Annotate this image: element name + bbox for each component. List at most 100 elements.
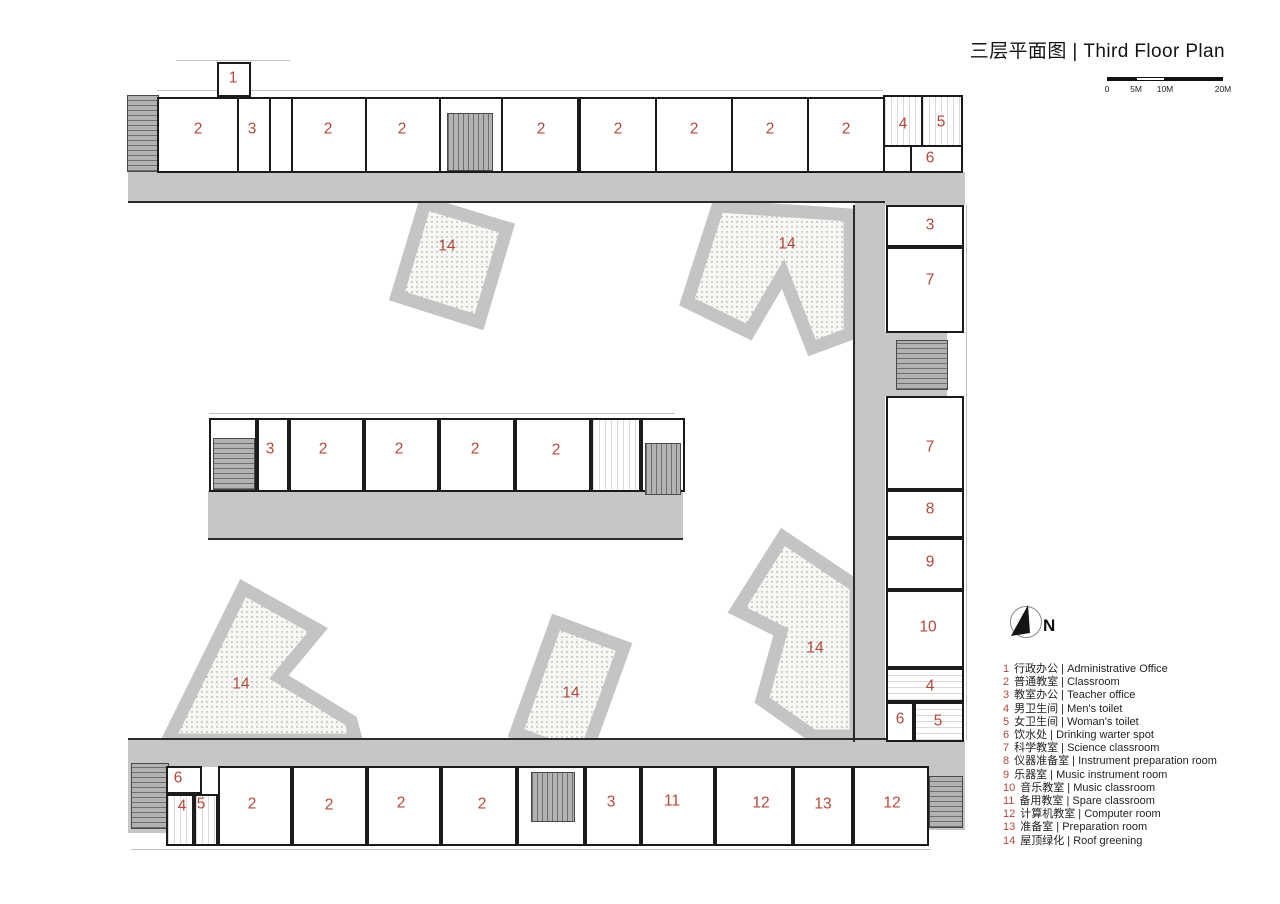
legend-item-label: 计算机教室 | Computer room — [1020, 808, 1161, 821]
room-number-marker: 6 — [173, 769, 183, 787]
room-number-marker: 1 — [228, 69, 238, 87]
legend-item: 2 普通教室 | Classroom — [1003, 676, 1273, 689]
wall — [208, 538, 683, 540]
stairwell — [645, 443, 681, 495]
scale-label: 0 — [1104, 84, 1110, 94]
room — [289, 418, 364, 492]
canopy-line — [176, 60, 290, 61]
stairwell — [929, 776, 963, 828]
room — [364, 418, 439, 492]
stairwell — [213, 438, 255, 490]
scale-label: 5M — [1130, 84, 1142, 94]
scale-bar-segment — [1136, 77, 1165, 81]
corridor — [855, 170, 885, 742]
room-number-marker: 14 — [438, 237, 456, 255]
toilet-room — [921, 95, 963, 147]
room-number-marker: 2 — [477, 795, 487, 813]
room — [886, 538, 964, 590]
room-number-marker: 8 — [925, 500, 935, 518]
legend-item-number: 3 — [1003, 689, 1010, 702]
room-number-marker: 10 — [919, 618, 937, 636]
legend-item-number: 12 — [1003, 808, 1016, 821]
north-label: N — [1043, 616, 1056, 635]
room-number-marker: 12 — [752, 794, 770, 812]
legend-item-label: 普通教室 | Classroom — [1014, 676, 1120, 689]
legend-item-label: 准备室 | Preparation room — [1020, 821, 1148, 834]
stairwell — [531, 772, 575, 822]
room-number-marker: 14 — [806, 639, 824, 657]
legend-item-label: 女卫生间 | Woman's toilet — [1014, 715, 1139, 728]
legend-item-number: 10 — [1003, 781, 1016, 794]
legend-item: 7 科学教室 | Science classroom — [1003, 742, 1273, 755]
room — [793, 766, 853, 846]
room-number-marker: 7 — [925, 438, 935, 456]
scale-label: 20M — [1214, 84, 1232, 94]
roof-greening-area — [388, 194, 516, 331]
legend-item-number: 9 — [1003, 768, 1010, 781]
legend-item-label: 饮水处 | Drinking warter spot — [1014, 729, 1154, 742]
legend-item: 4 男卫生间 | Men's toilet — [1003, 703, 1273, 716]
compass-icon — [1010, 605, 1042, 638]
room-number-marker: 14 — [778, 235, 796, 253]
stairwell — [896, 340, 948, 390]
room — [439, 418, 515, 492]
room-number-marker: 2 — [841, 120, 851, 138]
window-line — [966, 205, 967, 740]
room — [217, 62, 251, 97]
room-number-marker: 5 — [196, 795, 206, 813]
room-number-marker: 9 — [925, 553, 935, 571]
legend-item-number: 7 — [1003, 742, 1010, 755]
scale-bar: 0 5M 10M 20M — [1104, 77, 1231, 97]
room-number-marker: 2 — [613, 120, 623, 138]
room — [157, 97, 239, 173]
room — [910, 145, 963, 173]
room-number-marker: 7 — [925, 271, 935, 289]
legend-item-label: 科学教室 | Science classroom — [1014, 742, 1160, 755]
room — [641, 766, 715, 846]
room — [166, 766, 202, 794]
legend-item-label: 男卫生间 | Men's toilet — [1014, 702, 1123, 715]
room-number-marker: 4 — [925, 677, 935, 695]
legend-item-label: 备用教室 | Spare classroom — [1019, 795, 1155, 808]
corridor — [885, 172, 965, 205]
room-number-marker: 3 — [265, 440, 275, 458]
room — [886, 247, 964, 333]
wall — [128, 738, 938, 740]
legend-item-label: 教室办公 | Teacher office — [1014, 689, 1136, 702]
room-number-marker: 2 — [323, 120, 333, 138]
room-number-marker: 12 — [883, 794, 901, 812]
legend-item-label: 屋顶绿化 | Roof greening — [1020, 834, 1143, 847]
room — [585, 766, 641, 846]
room-number-marker: 2 — [551, 441, 561, 459]
room-number-marker: 4 — [898, 115, 908, 133]
room-number-marker: 2 — [394, 440, 404, 458]
room-number-marker: 14 — [232, 675, 250, 693]
legend-item-label: 音乐教室 | Music classroom — [1020, 781, 1156, 794]
wall — [128, 201, 885, 203]
room — [655, 97, 733, 173]
room — [515, 418, 591, 492]
room-number-marker: 5 — [933, 712, 943, 730]
legend-item-number: 2 — [1003, 676, 1010, 689]
room — [886, 702, 914, 742]
stairwell — [447, 113, 493, 171]
legend-item-label: 仪器准备室 | Instrument preparation room — [1014, 755, 1217, 768]
room — [886, 396, 964, 490]
legend-item-number: 1 — [1003, 663, 1010, 675]
room-number-marker: 4 — [177, 797, 187, 815]
legend-item-number: 4 — [1003, 702, 1010, 715]
scale-bar-segment — [1165, 77, 1223, 81]
room-number-marker: 2 — [396, 794, 406, 812]
room — [218, 766, 292, 846]
room — [292, 766, 367, 846]
room-number-marker: 5 — [936, 113, 946, 131]
room — [365, 97, 441, 173]
legend-item-number: 8 — [1003, 755, 1010, 768]
wall — [853, 205, 855, 742]
